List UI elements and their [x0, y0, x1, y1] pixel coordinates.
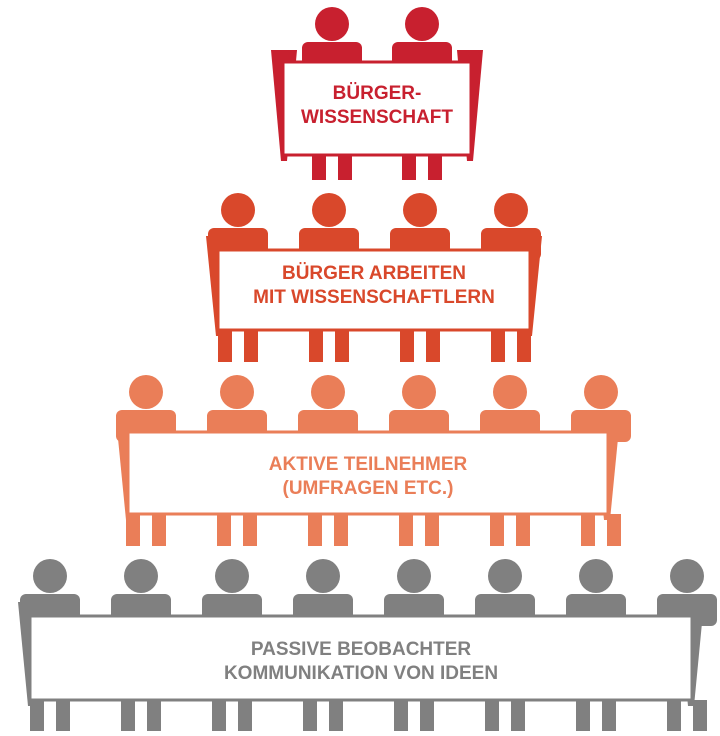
tier-4-person-2-right-leg: [147, 700, 161, 731]
tier-3-person-4-right-leg: [425, 514, 439, 546]
tier-2-line-2: MIT WISSENSCHAFTLERN: [253, 286, 495, 308]
tier-2-banner: [216, 248, 532, 332]
tier-3-person-6-right-leg: [607, 514, 621, 546]
tier-3-person-6-left-leg: [581, 514, 595, 546]
tier-2-person-2-right-leg: [335, 330, 349, 362]
tier-4-person-2-left-leg: [121, 700, 135, 731]
tier-3-person-2-head: [220, 375, 254, 409]
tier-2-person-3-right-leg: [426, 330, 440, 362]
tier-4-person-8-left-leg: [667, 700, 681, 731]
tier-4-line-2: KOMMUNIKATION VON IDEEN: [223, 662, 499, 684]
tier-2-label: BÜRGER ARBEITEN MIT WISSENSCHAFTLERN: [218, 262, 530, 310]
tier-2-person-4-head: [494, 193, 528, 227]
tier-3-person-6-head: [584, 375, 618, 409]
tier-4-label: PASSIVE BEOBACHTER KOMMUNIKATION VON IDE…: [30, 638, 692, 686]
tier-1-person-2-left-leg: [402, 155, 416, 180]
tier-3-person-1-head: [129, 375, 163, 409]
tier-2-line-1: BÜRGER ARBEITEN: [281, 263, 467, 284]
tier-3-line-2: (UMFRAGEN ETC.): [282, 477, 454, 499]
tier-1-label: BÜRGER- WISSENSCHAFT: [283, 82, 471, 130]
tier-4-person-1-right-leg: [56, 700, 70, 731]
tier-2-person-3-head: [403, 193, 437, 227]
tier-1-line-1: BÜRGER-: [332, 83, 422, 104]
tier-4-person-4-head: [306, 559, 340, 593]
tier-3-person-2-left-leg: [217, 514, 231, 546]
tier-1-person-1-head: [315, 7, 349, 41]
tier-2-person-4-left-leg: [491, 330, 505, 362]
tier-3-person-3-left-leg: [308, 514, 322, 546]
tier-4-person-7-head: [579, 559, 613, 593]
tier-3-person-5-head: [493, 375, 527, 409]
tier-3-person-4-head: [402, 375, 436, 409]
tier-2-person-1-right-leg: [244, 330, 258, 362]
tier-4-person-1-left-leg: [30, 700, 44, 731]
tier-1-person-1-right-leg: [338, 155, 352, 180]
tier-2-person-1-head: [221, 193, 255, 227]
tier-1-line-2: WISSENSCHAFT: [301, 106, 453, 128]
tier-4-person-5-left-leg: [394, 700, 408, 731]
tier-4-person-8-head: [670, 559, 704, 593]
tier-2-person-1-left-leg: [218, 330, 232, 362]
tier-4-line-1: PASSIVE BEOBACHTER: [250, 639, 472, 660]
tier-3-person-1-right-leg: [152, 514, 166, 546]
tier-1-person-2-head: [405, 7, 439, 41]
tier-3-person-5-right-leg: [516, 514, 530, 546]
tier-4-person-2-head: [124, 559, 158, 593]
tier-4-person-5-head: [397, 559, 431, 593]
tier-3-label: AKTIVE TEILNEHMER (UMFRAGEN ETC.): [128, 453, 608, 501]
tier-4-person-6-head: [488, 559, 522, 593]
tier-1-banner: [281, 60, 473, 157]
tier-3-person-1-left-leg: [126, 514, 140, 546]
tier-3-banner: [126, 430, 610, 516]
tier-3-person-4-left-leg: [399, 514, 413, 546]
tier-3-line-1: AKTIVE TEILNEHMER: [268, 454, 468, 475]
tier-4-person-3-right-leg: [238, 700, 252, 731]
tier-3-person-2-right-leg: [243, 514, 257, 546]
tier-4-person-6-right-leg: [511, 700, 525, 731]
tier-4-person-1-head: [33, 559, 67, 593]
tier-2-person-2-left-leg: [309, 330, 323, 362]
tier-4-person-6-left-leg: [485, 700, 499, 731]
tier-2-person-3-left-leg: [400, 330, 414, 362]
tier-3-person-5-left-leg: [490, 514, 504, 546]
tier-4-banner: [28, 614, 694, 702]
tier-4-person-5-right-leg: [420, 700, 434, 731]
tier-1-person-1-left-leg: [312, 155, 326, 180]
tier-4-person-8-right-leg: [693, 700, 707, 731]
tier-4-person-3-left-leg: [212, 700, 226, 731]
tier-1-person-2-right-leg: [428, 155, 442, 180]
tier-3-person-3-right-leg: [334, 514, 348, 546]
tier-4-person-3-head: [215, 559, 249, 593]
tier-4-person-7-left-leg: [576, 700, 590, 731]
tier-4-person-4-left-leg: [303, 700, 317, 731]
tier-4-person-7-right-leg: [602, 700, 616, 731]
tier-4-person-4-right-leg: [329, 700, 343, 731]
tier-3-person-3-head: [311, 375, 345, 409]
tier-2-person-2-head: [312, 193, 346, 227]
tier-2-person-4-right-leg: [517, 330, 531, 362]
